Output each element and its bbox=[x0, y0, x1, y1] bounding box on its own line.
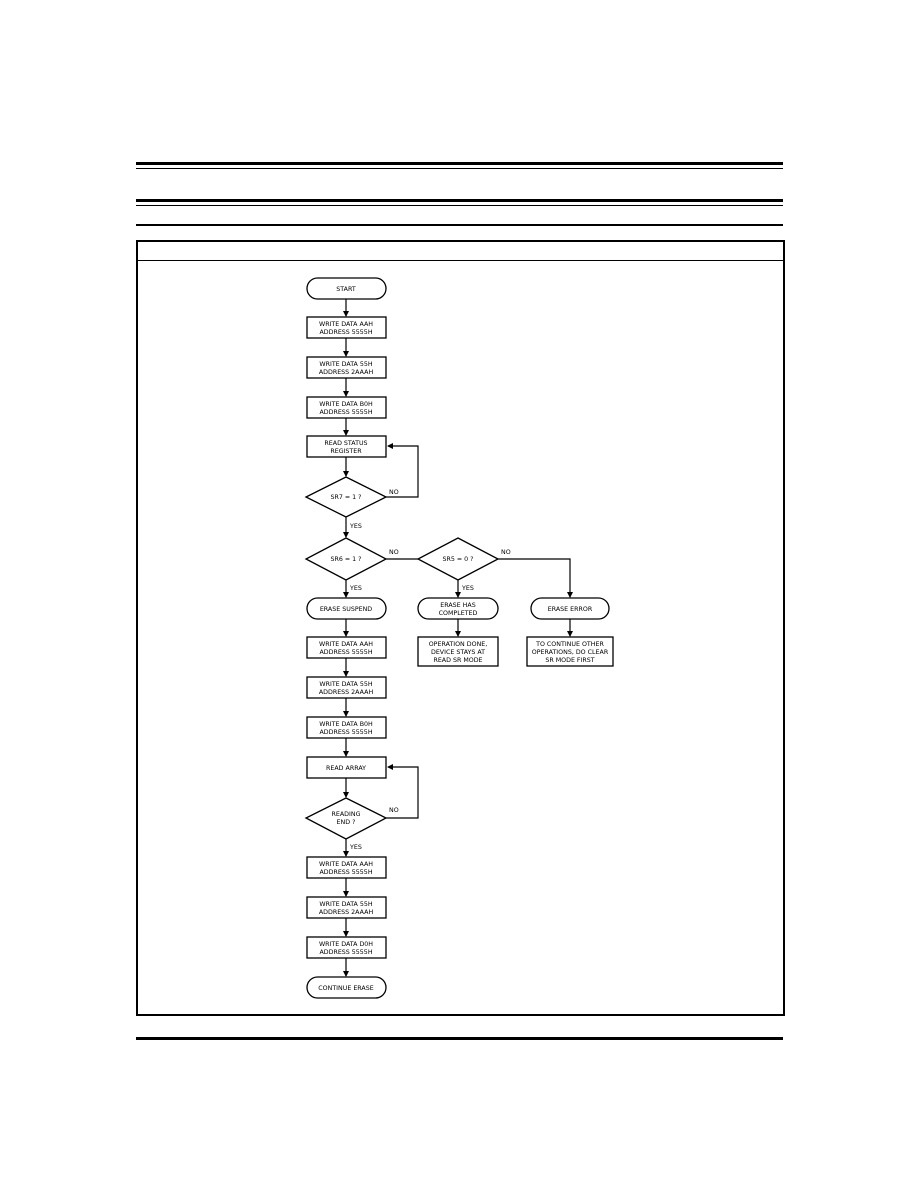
header-rule-mid bbox=[136, 199, 783, 202]
label-op-done-l2: DEVICE STAYS AT bbox=[431, 649, 485, 656]
label-write-1b-l2: ADDRESS 2AAAH bbox=[319, 369, 374, 376]
node-labels: START WRITE DATA AAH ADDRESS 5555H WRITE… bbox=[318, 286, 609, 992]
label-dec-sr5: SR5 = 0 ? bbox=[442, 556, 473, 563]
label-continue-other-l3: SR MODE FIRST bbox=[545, 657, 594, 664]
node-dec-reading bbox=[304, 797, 388, 840]
label-dec-sr6: SR6 = 1 ? bbox=[330, 556, 361, 563]
label-write-2c-l2: ADDRESS 5555H bbox=[319, 729, 372, 736]
header-rule-top bbox=[136, 162, 783, 165]
branch-sr5-no: NO bbox=[501, 549, 511, 556]
node-dec-sr5 bbox=[416, 537, 500, 581]
label-erase-error: ERASE ERROR bbox=[548, 606, 593, 613]
node-write-1a bbox=[306, 316, 387, 339]
arrow-sr5-no bbox=[498, 558, 573, 598]
branch-sr6-yes: YES bbox=[349, 585, 362, 592]
branch-sr7-no: NO bbox=[389, 489, 399, 496]
label-erase-completed-l1: ERASE HAS bbox=[440, 602, 475, 609]
node-op-done bbox=[417, 636, 499, 667]
label-write-3a-l1: WRITE DATA AAH bbox=[319, 861, 373, 868]
node-write-3a bbox=[306, 856, 387, 879]
arrow-sr7-no-loop bbox=[386, 443, 419, 498]
label-continue-erase: CONTINUE ERASE bbox=[318, 985, 373, 992]
footer-rule bbox=[136, 1037, 783, 1040]
label-read-status-l2: REGISTER bbox=[330, 448, 362, 455]
label-write-1a-l2: ADDRESS 5555H bbox=[319, 329, 372, 336]
node-read-array bbox=[306, 756, 387, 779]
node-read-status bbox=[306, 435, 387, 458]
label-read-status-l1: READ STATUS bbox=[324, 440, 367, 447]
label-write-3b-l2: ADDRESS 2AAAH bbox=[319, 909, 374, 916]
node-dec-sr6 bbox=[304, 537, 388, 581]
node-erase-completed bbox=[417, 597, 499, 620]
branch-reading-yes: YES bbox=[349, 844, 362, 851]
node-write-3b bbox=[306, 896, 387, 919]
label-read-array: READ ARRAY bbox=[326, 765, 366, 772]
label-dec-sr7: SR7 = 1 ? bbox=[330, 494, 361, 501]
label-write-1c-l1: WRITE DATA B0H bbox=[319, 401, 373, 408]
nodes bbox=[304, 277, 614, 999]
label-write-1a-l1: WRITE DATA AAH bbox=[319, 321, 373, 328]
arrow-reading-no-loop bbox=[386, 764, 419, 819]
branch-sr6-no: NO bbox=[389, 549, 399, 556]
branch-sr5-yes: YES bbox=[461, 585, 474, 592]
node-start bbox=[306, 277, 387, 300]
connectors bbox=[343, 299, 573, 977]
label-write-2b-l2: ADDRESS 2AAAH bbox=[319, 689, 374, 696]
node-dec-sr7 bbox=[304, 476, 388, 518]
label-write-1b-l1: WRITE DATA 55H bbox=[319, 361, 373, 368]
node-write-2c bbox=[306, 716, 387, 739]
node-write-1c bbox=[306, 396, 387, 419]
label-start: START bbox=[336, 286, 356, 293]
node-continue-erase bbox=[306, 976, 387, 999]
label-write-3c-l1: WRITE DATA D0H bbox=[319, 941, 373, 948]
label-write-3a-l2: ADDRESS 5555H bbox=[319, 869, 372, 876]
label-write-2b-l1: WRITE DATA 55H bbox=[319, 681, 373, 688]
node-write-2b bbox=[306, 676, 387, 699]
label-write-3b-l1: WRITE DATA 55H bbox=[319, 901, 373, 908]
label-continue-other-l2: OPERATIONS, DO CLEAR bbox=[532, 649, 609, 656]
node-erase-suspend bbox=[306, 597, 387, 620]
node-erase-error bbox=[530, 597, 610, 620]
label-op-done-l1: OPERATION DONE, bbox=[429, 641, 488, 648]
node-write-3c bbox=[306, 936, 387, 959]
node-write-2a bbox=[306, 636, 387, 659]
figure-title-bar bbox=[138, 242, 783, 261]
label-dec-reading-l2: END ? bbox=[337, 819, 356, 826]
label-write-2c-l1: WRITE DATA B0H bbox=[319, 721, 373, 728]
label-dec-reading-l1: READING bbox=[332, 811, 361, 818]
label-erase-completed-l2: COMPLETED bbox=[439, 610, 478, 617]
header-rule-bottom bbox=[136, 224, 783, 226]
label-write-2a-l2: ADDRESS 5555H bbox=[319, 649, 372, 656]
label-erase-suspend: ERASE SUSPEND bbox=[320, 606, 372, 613]
figure-frame bbox=[136, 240, 785, 1016]
label-op-done-l3: READ SR MODE bbox=[433, 657, 482, 664]
header-rule-top-thin bbox=[136, 168, 783, 169]
branch-sr7-yes: YES bbox=[349, 523, 362, 530]
header-rule-mid-thin bbox=[136, 205, 783, 206]
label-write-3c-l2: ADDRESS 5555H bbox=[319, 949, 372, 956]
label-continue-other-l1: TO CONTINUE OTHER bbox=[535, 641, 604, 648]
branch-reading-no: NO bbox=[389, 807, 399, 814]
label-write-2a-l1: WRITE DATA AAH bbox=[319, 641, 373, 648]
branch-labels: NO YES NO YES NO YES NO YES bbox=[349, 489, 511, 851]
label-write-1c-l2: ADDRESS 5555H bbox=[319, 409, 372, 416]
node-write-1b bbox=[306, 356, 387, 379]
node-continue-other bbox=[526, 636, 614, 667]
